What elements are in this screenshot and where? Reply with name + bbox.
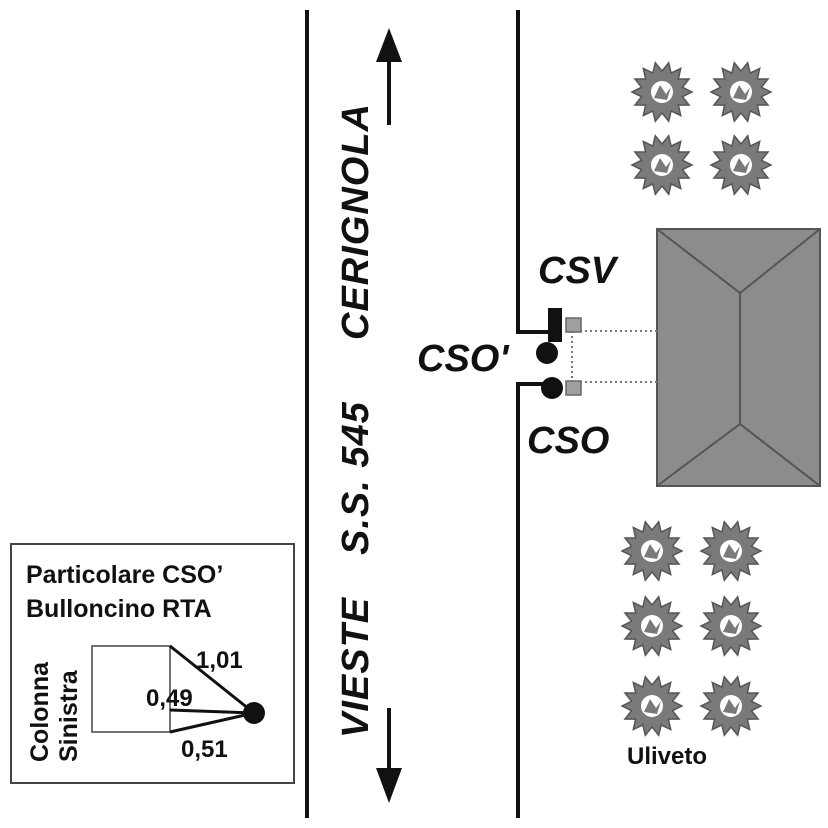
arrow-down-icon: [376, 708, 402, 803]
building: [656, 228, 821, 487]
road-label-cerignola: CERIGNOLA: [335, 103, 377, 340]
olive-tree-icon: [699, 675, 763, 737]
detail-inset: Particolare CSO’ Bulloncino RTA Colonna …: [10, 543, 295, 784]
olive-tree-icon: [620, 675, 684, 737]
inset-title-line2: Bulloncino RTA: [26, 595, 212, 623]
olive-tree-icon: [630, 134, 694, 196]
olive-tree-icon: [699, 595, 763, 657]
inset-column: [91, 645, 171, 733]
csv-marker: [548, 308, 562, 342]
inset-side-label-line2: Sinistra: [55, 669, 83, 762]
inset-line-top: [169, 644, 255, 715]
olive-tree-icon: [709, 61, 773, 123]
road-label-route: S.S. 545: [335, 401, 377, 555]
inset-title-line1: Particolare CSO’: [26, 561, 223, 589]
cso-marker: [541, 377, 563, 399]
cso-small-square: [565, 380, 582, 396]
olive-tree-icon: [630, 61, 694, 123]
olive-tree-icon: [620, 520, 684, 582]
csv-small-square: [565, 317, 582, 333]
inset-measure-middle: 0,49: [146, 685, 193, 712]
olive-tree-icon: [709, 134, 773, 196]
cso-prime-label: CSO': [417, 338, 510, 380]
olive-tree-icon: [620, 595, 684, 657]
olive-grove: [620, 61, 773, 737]
cso-prime-marker: [536, 342, 558, 364]
arrow-up-icon: [376, 28, 402, 125]
inset-bolt-marker: [243, 702, 265, 724]
inset-side-label-line1: Colonna: [26, 661, 54, 762]
olive-grove-label: Uliveto: [627, 743, 707, 770]
cso-label: CSO: [527, 420, 609, 462]
road-edge-east: [516, 10, 560, 818]
inset-measure-bottom: 0,51: [181, 736, 228, 763]
inset-line-bottom: [169, 711, 255, 734]
csv-label: CSV: [538, 250, 619, 292]
inset-line-middle: [169, 708, 255, 715]
connection-lines: [571, 330, 657, 383]
olive-tree-icon: [699, 520, 763, 582]
road-label-vieste: VIESTE: [335, 596, 377, 738]
inset-measure-top: 1,01: [196, 647, 243, 674]
